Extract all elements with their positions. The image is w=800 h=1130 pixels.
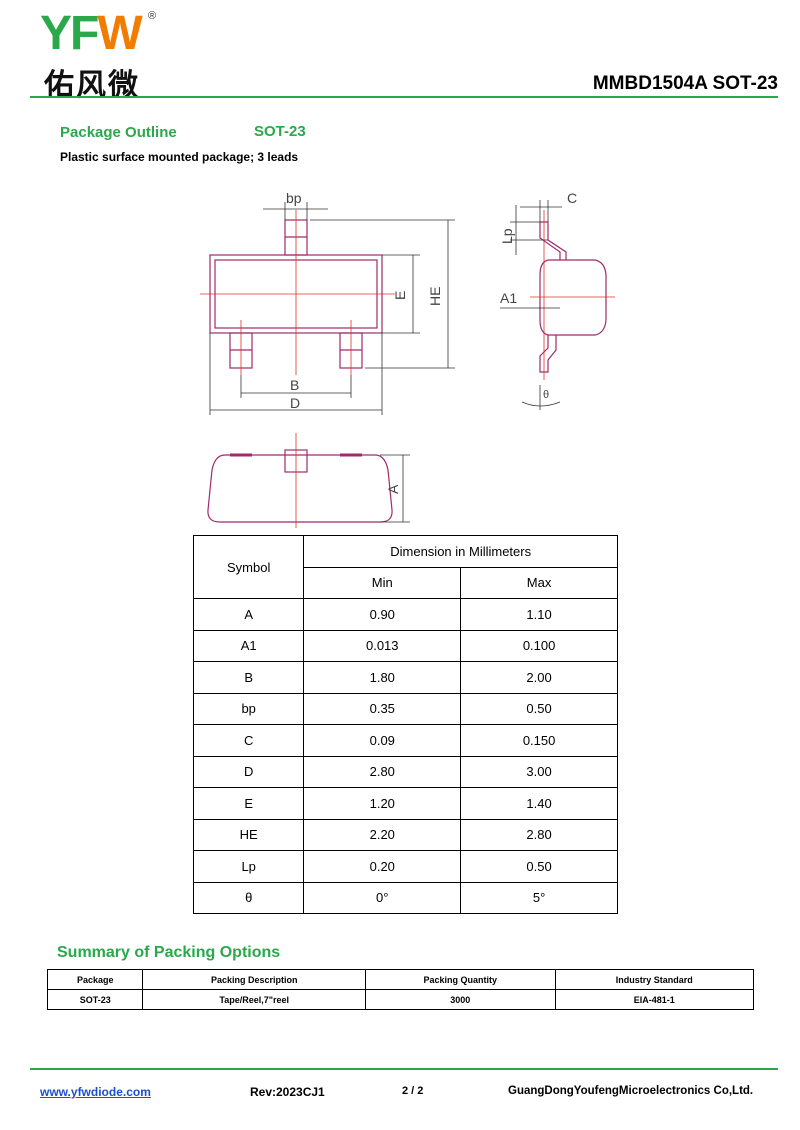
dimension-max: 2.80: [460, 818, 618, 851]
dimension-min: 0.35: [303, 692, 462, 725]
dimension-max: 0.50: [460, 692, 618, 725]
side-view-body: [539, 259, 607, 336]
dimension-symbol: A1: [192, 629, 305, 662]
dimension-max: 5°: [460, 881, 618, 914]
packing-cell: Tape/Reel,7"reel: [142, 989, 367, 1010]
dimension-symbol: B: [192, 661, 305, 694]
label-e: E: [392, 291, 408, 300]
footer-rule: [30, 1068, 778, 1070]
label-b: B: [290, 377, 299, 393]
label-c: C: [567, 190, 577, 206]
label-a1: A1: [500, 290, 517, 306]
dimension-min: 2.80: [303, 755, 462, 788]
dimension-min: 0.013: [303, 629, 462, 662]
registered-mark: ®: [148, 10, 157, 22]
dimension-symbol: Lp: [192, 850, 305, 883]
label-bp: bp: [286, 190, 302, 206]
dimension-symbol: D: [192, 755, 305, 788]
package-outline-drawing: bp E HE B D C Lp A1 θ A: [200, 190, 615, 528]
header-rule: [30, 96, 778, 98]
dimension-symbol: E: [192, 787, 305, 820]
packing-cell: 3000: [365, 989, 556, 1010]
label-he: HE: [427, 287, 443, 306]
packing-cell: SOT-23: [46, 989, 144, 1010]
logo-text: YF: [40, 7, 99, 60]
packing-header: Packing Description: [142, 969, 367, 990]
logo-wordmark: YFW: [40, 7, 143, 60]
dimension-max: 0.100: [460, 629, 618, 662]
dimension-symbol: θ: [192, 881, 305, 914]
dimension-min: 0.90: [303, 598, 462, 631]
side-view-lead: [539, 335, 557, 373]
col-symbol: Symbol: [192, 535, 305, 599]
company-name: GuangDongYoufengMicroelectronics Co,Ltd.: [508, 1085, 754, 1097]
outline-heading: Package Outline: [60, 124, 177, 141]
label-a: A: [385, 484, 401, 494]
packing-header: Industry Standard: [554, 969, 755, 990]
dimension-max: 1.40: [460, 787, 618, 820]
outline-package: SOT-23: [254, 123, 306, 140]
packing-cell: EIA-481-1: [554, 989, 755, 1010]
dimension-min: 1.20: [303, 787, 462, 820]
dimension-symbol: A: [192, 598, 305, 631]
col-min: Min: [303, 566, 462, 599]
col-group: Dimension in Millimeters: [303, 535, 618, 568]
part-title: MMBD1504A SOT-23: [592, 73, 778, 94]
dimension-min: 1.80: [303, 661, 462, 694]
logo-accent-letter: W: [97, 7, 142, 60]
packing-header: Packing Quantity: [365, 969, 556, 990]
packing-table: Package Packing Description Packing Quan…: [46, 969, 755, 1010]
label-d: D: [290, 395, 300, 411]
dimension-symbol: bp: [192, 692, 305, 725]
dimension-table: Symbol Dimension in Millimeters Min Max …: [192, 535, 618, 914]
front-view-body: [207, 454, 393, 523]
dimension-max: 2.00: [460, 661, 618, 694]
page-number: 2 / 2: [402, 1085, 424, 1097]
dimension-symbol: C: [192, 724, 305, 757]
website-link[interactable]: www.yfwdiode.com: [40, 1085, 151, 1099]
dimension-max: 0.50: [460, 850, 618, 883]
dimension-min: 0.09: [303, 724, 462, 757]
packing-header: Package: [46, 969, 144, 990]
outline-description: Plastic surface mounted package; 3 leads: [60, 150, 299, 164]
revision: Rev:2023CJ1: [250, 1085, 325, 1099]
dimension-symbol: HE: [192, 818, 305, 851]
dimension-min: 2.20: [303, 818, 462, 851]
dimension-max: 1.10: [460, 598, 618, 631]
dimension-min: 0.20: [303, 850, 462, 883]
packing-heading: Summary of Packing Options: [57, 944, 281, 961]
label-lp: Lp: [499, 228, 515, 244]
dimension-min: 0°: [303, 881, 462, 914]
label-theta: θ: [543, 389, 549, 401]
dimension-max: 0.150: [460, 724, 618, 757]
dimension-max: 3.00: [460, 755, 618, 788]
col-max: Max: [460, 566, 618, 599]
